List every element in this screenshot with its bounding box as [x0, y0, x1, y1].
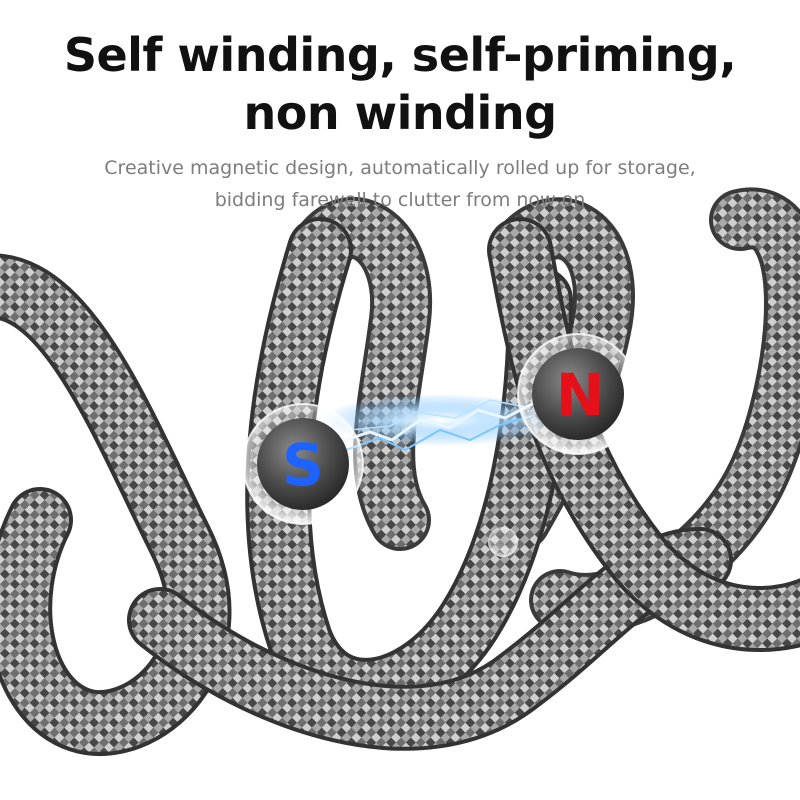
- headline-line-1: Self winding, self-priming,: [63, 28, 737, 82]
- subtitle-line-2: bidding farewell to clutter from now on: [214, 189, 586, 211]
- headline: Self winding, self-priming, non winding: [0, 26, 800, 142]
- bubble-decoration: [324, 352, 360, 388]
- magnet-n-label: N: [556, 361, 605, 429]
- cable-front-loops: [0, 217, 800, 756]
- magnet-s-pole-icon: S: [242, 403, 364, 525]
- magnet-n-pole-icon: N: [517, 333, 639, 455]
- bubble-decoration: [488, 527, 518, 557]
- magnet-s-label: S: [282, 431, 324, 499]
- headline-line-2: non winding: [243, 86, 558, 140]
- subtitle: Creative magnetic design, automatically …: [0, 152, 800, 216]
- subtitle-line-1: Creative magnetic design, automatically …: [104, 157, 696, 179]
- lightning-spark: [320, 394, 560, 453]
